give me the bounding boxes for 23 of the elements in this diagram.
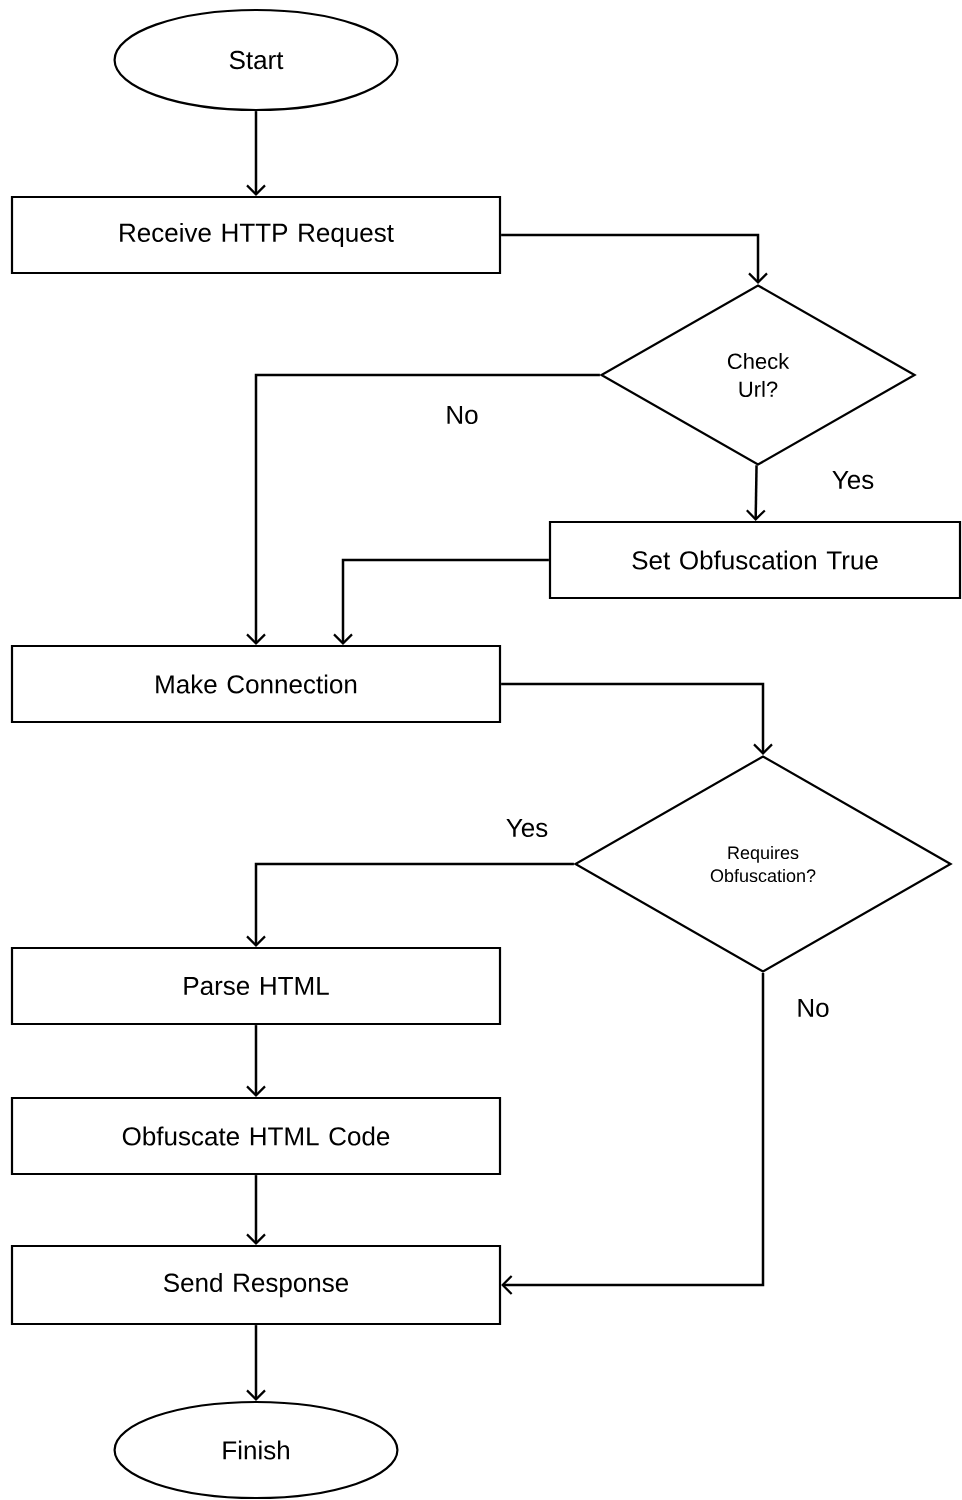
process-box: Receive HTTP Request	[10, 195, 502, 275]
process-box: Set Obfuscation True	[548, 520, 962, 600]
arrow	[501, 973, 765, 1295]
edge-label: No	[443, 403, 481, 427]
arrow	[246, 1025, 266, 1097]
edge-label: No	[794, 996, 832, 1020]
arrow	[501, 682, 773, 755]
edge-label: Yes	[503, 816, 551, 840]
terminal-oval: Start	[113, 8, 399, 112]
edge-label: Yes	[829, 468, 877, 492]
arrow	[246, 1175, 266, 1245]
process-box: Send Response	[10, 1244, 502, 1326]
arrow	[246, 862, 574, 947]
process-box: Obfuscate HTML Code	[10, 1096, 502, 1176]
arrow	[333, 558, 549, 645]
arrow	[246, 373, 600, 645]
terminal-oval: Finish	[113, 1400, 399, 1500]
arrow	[746, 465, 766, 521]
arrow	[246, 111, 266, 196]
process-box: Parse HTML	[10, 946, 502, 1026]
process-box: Make Connection	[10, 644, 502, 724]
arrow	[246, 1325, 266, 1401]
arrow	[501, 233, 768, 284]
